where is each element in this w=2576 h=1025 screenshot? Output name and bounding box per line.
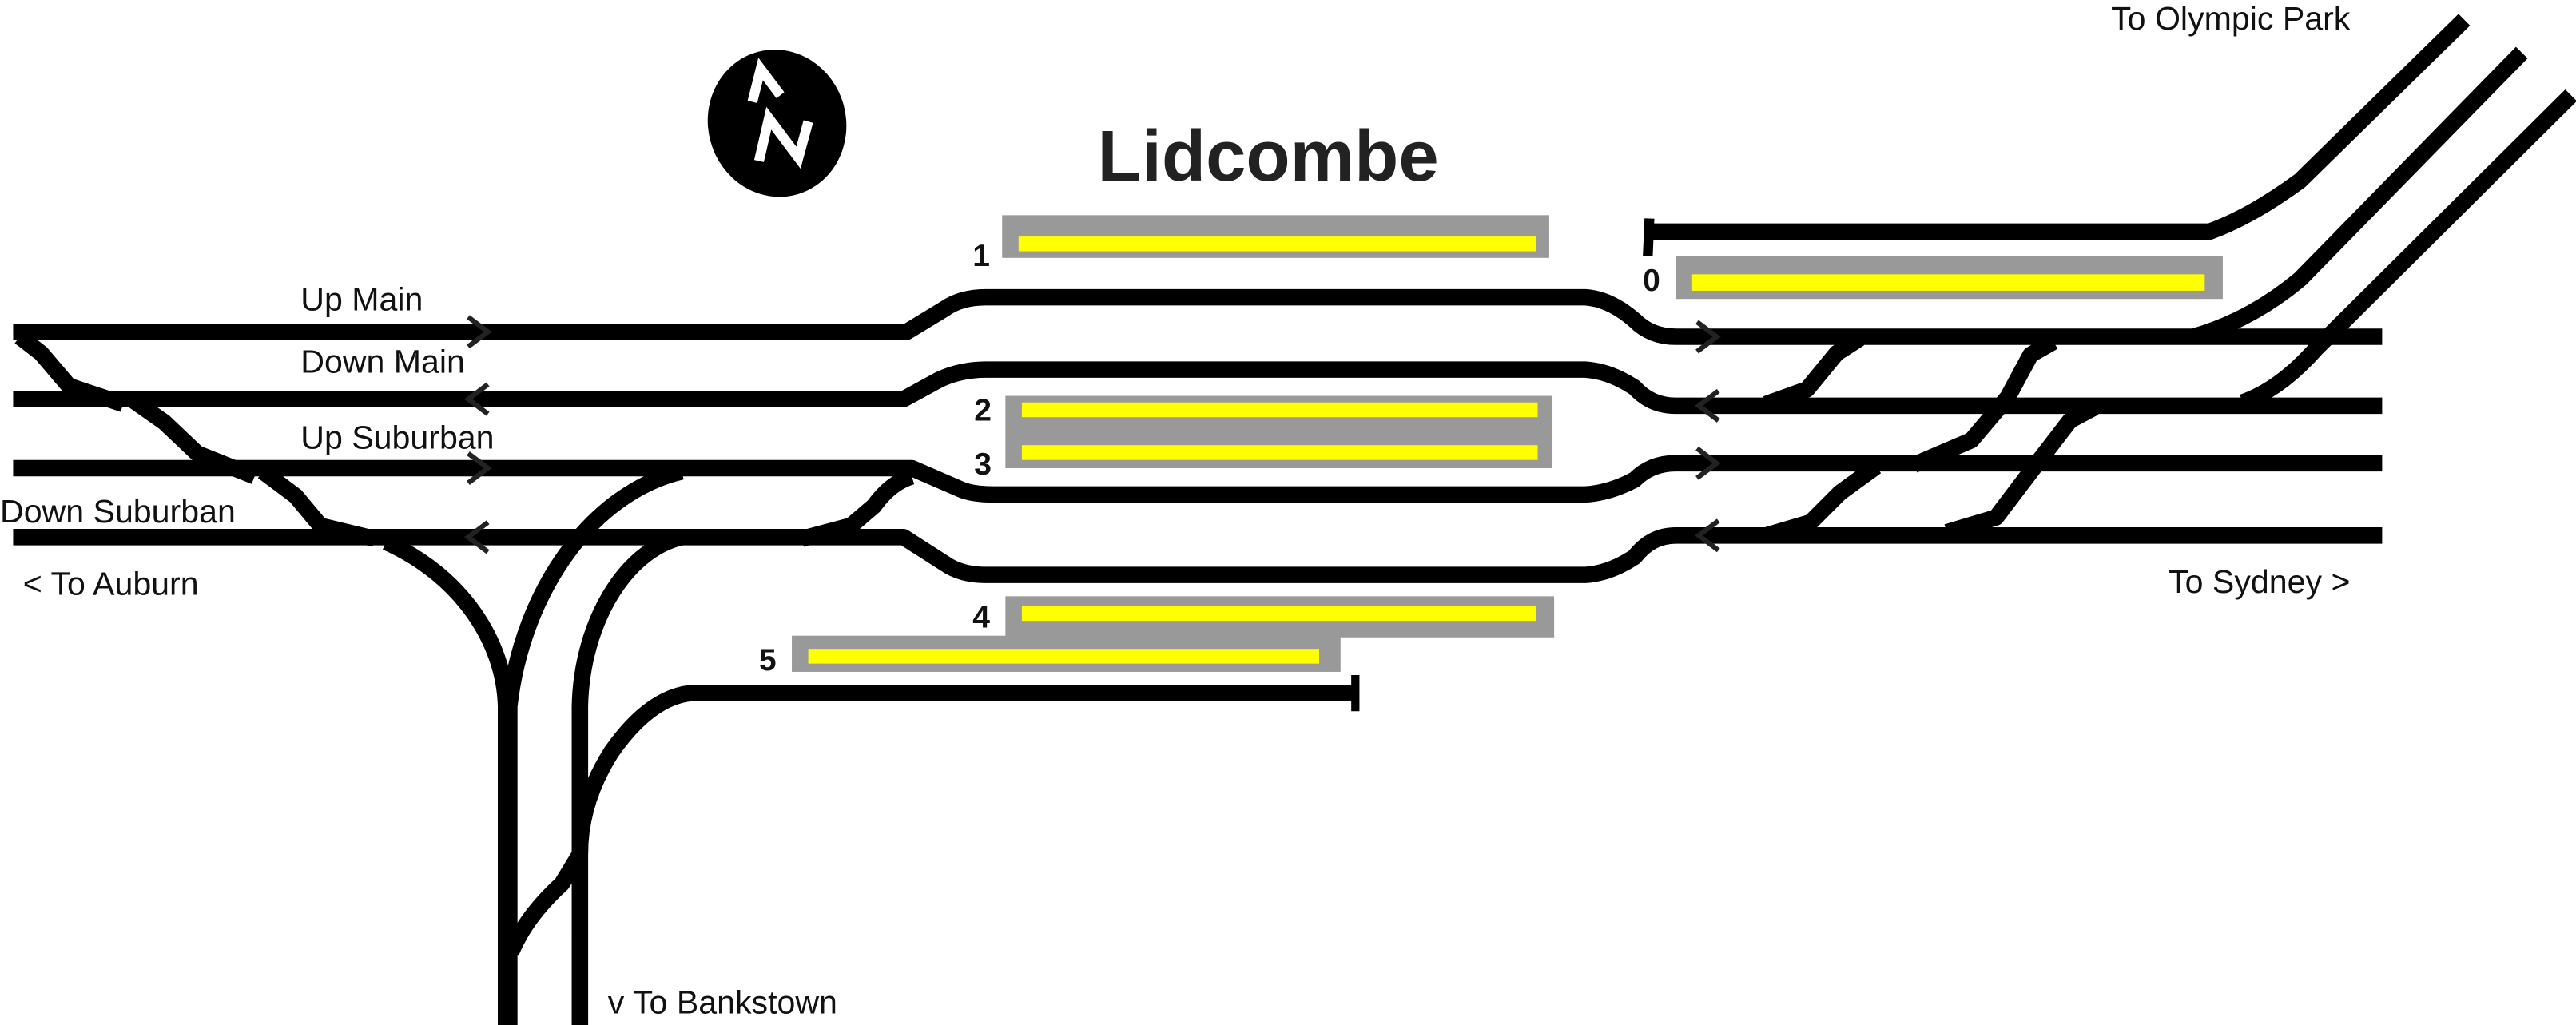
arrow-left-icon — [1694, 388, 1720, 423]
platform-number: 5 — [759, 643, 777, 677]
arrow-right-icon — [1695, 446, 1721, 480]
label-to-auburn: < To Auburn — [23, 565, 199, 602]
platform-1: 1 — [972, 215, 1549, 273]
label-up-suburban: Up Suburban — [300, 419, 494, 455]
track-olympic-park-1 — [2191, 46, 2528, 345]
north-arrow-icon — [747, 58, 813, 169]
platform-number: 3 — [974, 447, 992, 482]
platform-4-5: 4 5 — [759, 596, 1555, 677]
label-to-bankstown: v To Bankstown — [608, 984, 837, 1021]
siding-platform-5 — [571, 685, 1356, 855]
track-up-suburban — [13, 455, 2383, 503]
siding-platform-0 — [1648, 14, 2471, 240]
crossover-east-2 — [1910, 334, 2058, 473]
track-down-main — [13, 361, 2383, 415]
arrow-right-icon — [1695, 320, 1721, 354]
platform-number: 4 — [972, 600, 990, 634]
track-bankstown-1 — [383, 534, 515, 1025]
crossover-east-4 — [1944, 399, 2099, 541]
platform-number: 1 — [972, 239, 990, 273]
label-to-sydney: To Sydney > — [2169, 563, 2350, 600]
crossover-east-1 — [1763, 331, 1865, 412]
label-down-main: Down Main — [300, 344, 465, 380]
arrow-right-icon — [467, 451, 492, 485]
direction-arrows — [463, 315, 1721, 554]
arrow-left-icon — [1694, 518, 1720, 553]
arrow-left-icon — [463, 520, 490, 554]
platform-0: 0 — [1643, 256, 2223, 300]
track-down-suburban — [13, 527, 2383, 583]
platform-number: 0 — [1643, 264, 1660, 298]
label-up-main: Up Main — [300, 281, 423, 318]
platform-number: 2 — [974, 393, 992, 427]
track-bankstown-2 — [501, 463, 684, 1025]
station-title: Lidcombe — [1097, 116, 1438, 197]
arrow-left-icon — [463, 382, 490, 416]
arrow-right-icon — [467, 315, 492, 349]
track-bankstown-3 — [571, 529, 684, 1025]
crossover-left — [14, 330, 377, 547]
label-to-olympic-park: To Olympic Park — [2111, 0, 2351, 37]
track-olympic-park-2 — [2240, 89, 2576, 411]
platform-2-3: 2 3 — [974, 393, 1553, 482]
label-down-suburban: Down Suburban — [0, 493, 236, 530]
crossover-east-3 — [1763, 459, 1882, 544]
crossover-bankstown — [503, 849, 587, 956]
buffer-stop-icon — [1643, 218, 1655, 257]
track-up-main — [13, 288, 2383, 345]
crossover-suburban-west — [799, 468, 915, 547]
north-compass — [707, 50, 847, 197]
